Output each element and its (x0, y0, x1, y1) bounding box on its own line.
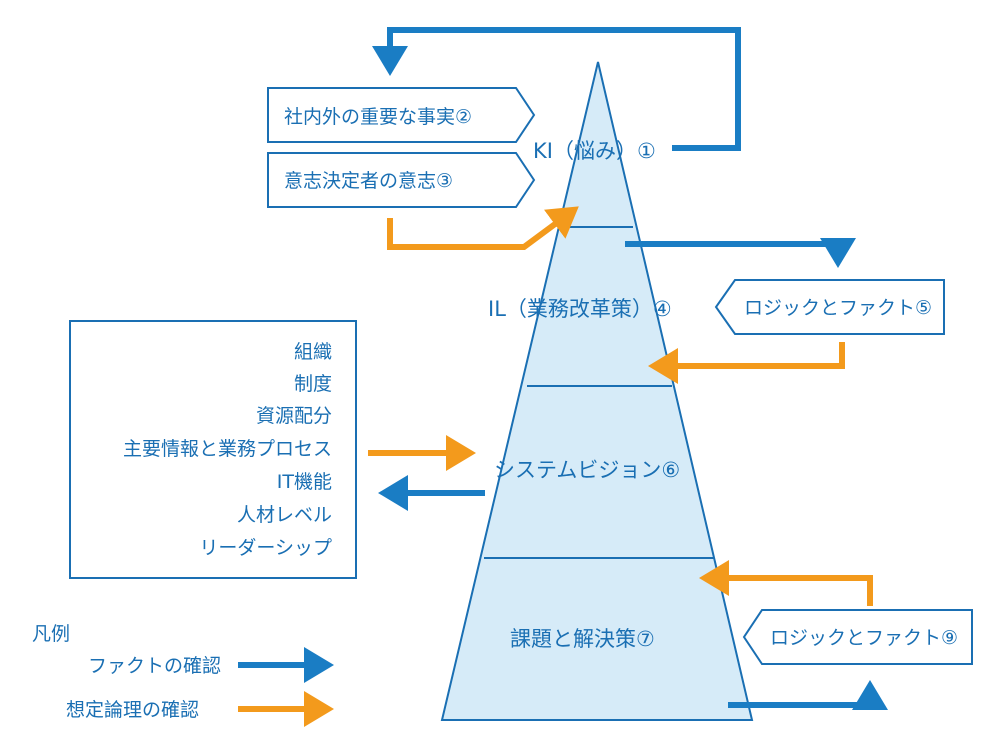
fact-arrow-solutions-to-logic (728, 680, 888, 710)
fact-arrow-ki-loop (372, 27, 741, 151)
level-label-system-vision: システムビジョン⑥ (494, 458, 680, 482)
legend-title: 凡例 (32, 623, 70, 645)
facts-input-label: 社内外の重要な事実② (284, 106, 472, 128)
level-label-il: IL（業務改革策）④ (488, 297, 672, 321)
elements-item: リーダーシップ (199, 537, 332, 559)
logic-arrow-logic-to-il (648, 342, 845, 384)
legend-fact-label: ファクトの確認 (88, 655, 221, 677)
logic-arrow-intent-to-ki (387, 206, 579, 250)
logic-arrow-logic-to-solutions (699, 560, 873, 606)
elements-item: 主要情報と業務プロセス (123, 438, 332, 460)
pyramid-shape (440, 61, 754, 721)
elements-item: 人材レベル (237, 504, 332, 526)
elements-box: 組織 制度 資源配分 主要情報と業務プロセス IT機能 人材レベル リーダーシッ… (69, 320, 357, 579)
logic-box-upper: ロジックとファクト⑤ (714, 279, 945, 335)
level-label-ki: KI（悩み）① (533, 139, 656, 163)
logic-box-lower-label: ロジックとファクト⑨ (770, 627, 958, 649)
legend-logic-label: 想定論理の確認 (66, 699, 199, 721)
logic-box-lower: ロジックとファクト⑨ (742, 609, 973, 665)
legend: 凡例 ファクトの確認 想定論理の確認 (32, 623, 334, 727)
fact-arrow-il-to-logic (625, 238, 856, 268)
intent-input-label: 意志決定者の意志③ (284, 170, 453, 192)
elements-item: 資源配分 (256, 405, 332, 427)
logic-box-upper-label: ロジックとファクト⑤ (744, 297, 932, 319)
level-label-issues-solutions: 課題と解決策⑦ (510, 627, 655, 651)
elements-item: 組織 (294, 341, 332, 363)
intent-input-box: 意志決定者の意志③ (267, 152, 536, 208)
facts-input-box: 社内外の重要な事実② (267, 87, 536, 143)
pyramid (440, 61, 754, 721)
elements-item: 制度 (294, 373, 332, 395)
elements-item: IT機能 (277, 471, 332, 493)
